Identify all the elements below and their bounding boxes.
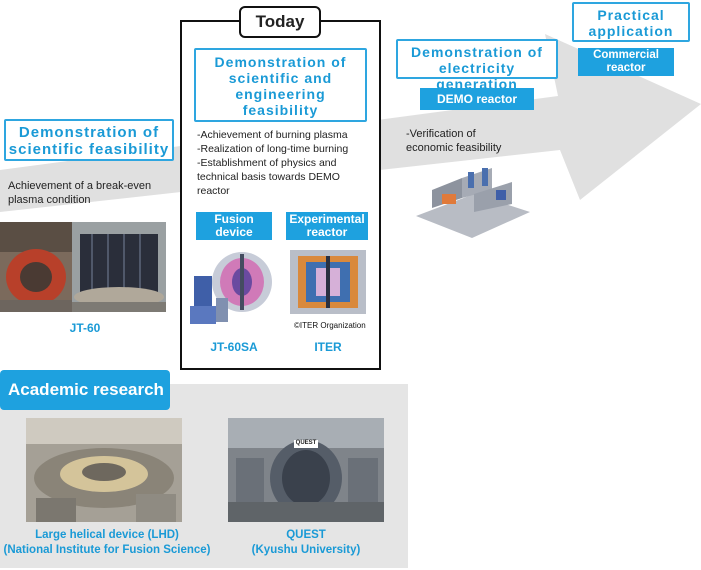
fusion-tag-line2: device (215, 225, 253, 239)
jt60sa-illustration (188, 246, 280, 330)
fusion-device-tag: Fusion device (196, 212, 272, 240)
today-goals-list: -Achievement of burning plasma -Realizat… (197, 128, 379, 198)
scientific-desc-line2: plasma condition (8, 194, 91, 206)
commercial-reactor-tag: Commercial reactor (578, 48, 674, 76)
today-goal-item: technical basis towards DEMO (197, 171, 340, 183)
today-goal-item: -Establishment of physics and (197, 157, 337, 169)
quest-sign: QUEST (295, 440, 317, 446)
academic-research-label: Academic research (0, 370, 170, 410)
electricity-desc-line1: -Verification of (406, 128, 476, 140)
experimental-tag-line2: reactor (306, 225, 348, 239)
commercial-tag-line1: Commercial (593, 49, 659, 61)
today-label: Today (239, 6, 321, 38)
jt60-photo-left (0, 222, 72, 312)
scientific-description: Achievement of a break-even plasma condi… (8, 179, 178, 207)
lhd-photo (26, 418, 182, 522)
lhd-caption: Large helical device (LHD) (National Ins… (0, 528, 214, 558)
experimental-tag-line1: Experimental (289, 212, 365, 226)
iter-copyright: ©ITER Organization (294, 321, 366, 330)
commercial-tag-line2: reactor (606, 62, 646, 74)
quest-caption: QUEST (Kyushu University) (228, 528, 384, 558)
jt60-photo-right (72, 222, 166, 312)
iter-illustration (286, 246, 370, 318)
experimental-reactor-tag: Experimental reactor (286, 212, 368, 240)
practical-application-title: Practical application (572, 2, 690, 42)
jt60sa-caption: JT-60SA (210, 340, 258, 354)
fusion-tag-line1: Fusion (214, 212, 254, 226)
today-goal-item: -Realization of long-time burning (197, 143, 349, 155)
jt60-caption: JT-60 (69, 321, 101, 335)
practical-title-line2: application (588, 23, 674, 39)
lhd-caption-line2: (National Institute for Fusion Science) (3, 544, 211, 556)
quest-caption-line1: QUEST (286, 529, 326, 541)
today-title-line1: Demonstration of (214, 54, 347, 70)
today-title-line3: engineering (235, 86, 326, 102)
electricity-generation-title: Demonstration of electricity generation (396, 39, 558, 92)
demo-plant-illustration (412, 160, 534, 240)
scientific-desc-line1: Achievement of a break-even (8, 180, 152, 192)
today-title-line2: scientific and (228, 70, 333, 86)
electricity-title-line1: Demonstration of (411, 44, 543, 60)
electricity-desc-line2: economic feasibility (406, 142, 502, 154)
demo-reactor-tag: DEMO reactor (420, 88, 534, 110)
quest-caption-line2: (Kyushu University) (251, 544, 361, 556)
scientific-title-line1: Demonstration of (18, 124, 160, 141)
scientific-feasibility-title: Demonstration of scientific feasibility (4, 119, 174, 161)
arrow-shape (0, 34, 701, 212)
quest-photo: QUEST (228, 418, 384, 522)
scientific-title-line2: scientific feasibility (8, 141, 170, 158)
today-title-line4: feasibility (242, 102, 319, 118)
electricity-description: -Verification of economic feasibility (406, 127, 556, 155)
iter-caption: ITER (314, 340, 342, 354)
today-stage-title: Demonstration of scientific and engineer… (194, 48, 367, 122)
today-goal-item: reactor (197, 185, 230, 197)
lhd-caption-line1: Large helical device (LHD) (35, 529, 179, 541)
today-goal-item: -Achievement of burning plasma (197, 129, 348, 141)
practical-title-line1: Practical (597, 7, 665, 23)
